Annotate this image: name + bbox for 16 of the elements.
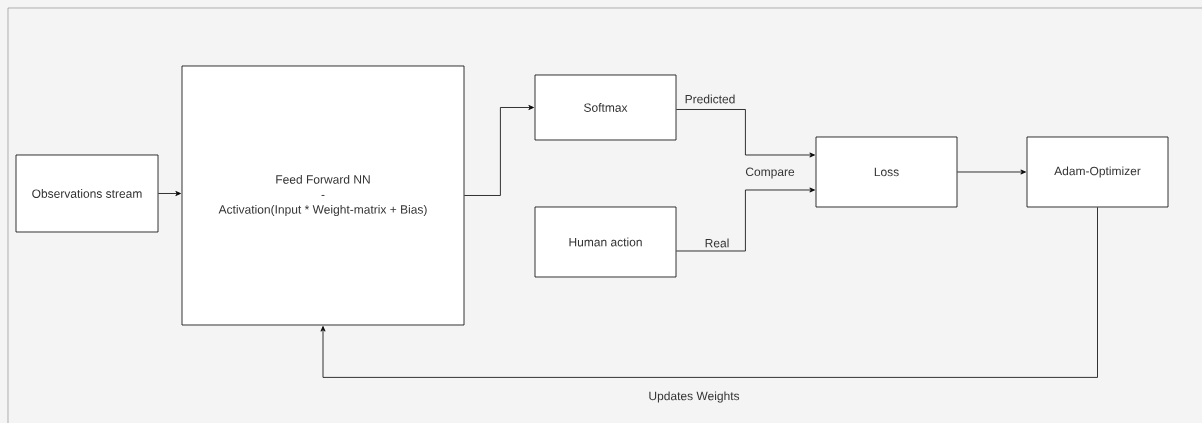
process-box: Loss: [815, 136, 958, 208]
edge-label: Real: [703, 237, 731, 249]
process-box: Feed Forward NN - Activation(Input * Weight-matrix + Bias): [181, 65, 465, 326]
arrow: [464, 105, 534, 196]
process-box: Observations stream: [15, 154, 159, 233]
arrow: [676, 187, 815, 252]
process-box: Human action: [534, 206, 677, 278]
annotation-text: Compare: [745, 167, 795, 179]
arrow: [320, 207, 1098, 378]
arrow: [158, 191, 181, 196]
process-box: Adam-Optimizer: [1026, 136, 1169, 208]
edge-label: Predicted: [683, 93, 737, 105]
edge-label: Updates Weights: [647, 390, 741, 404]
arrow: [957, 169, 1026, 175]
process-box: Softmax: [534, 74, 677, 141]
arrow: [676, 109, 815, 158]
